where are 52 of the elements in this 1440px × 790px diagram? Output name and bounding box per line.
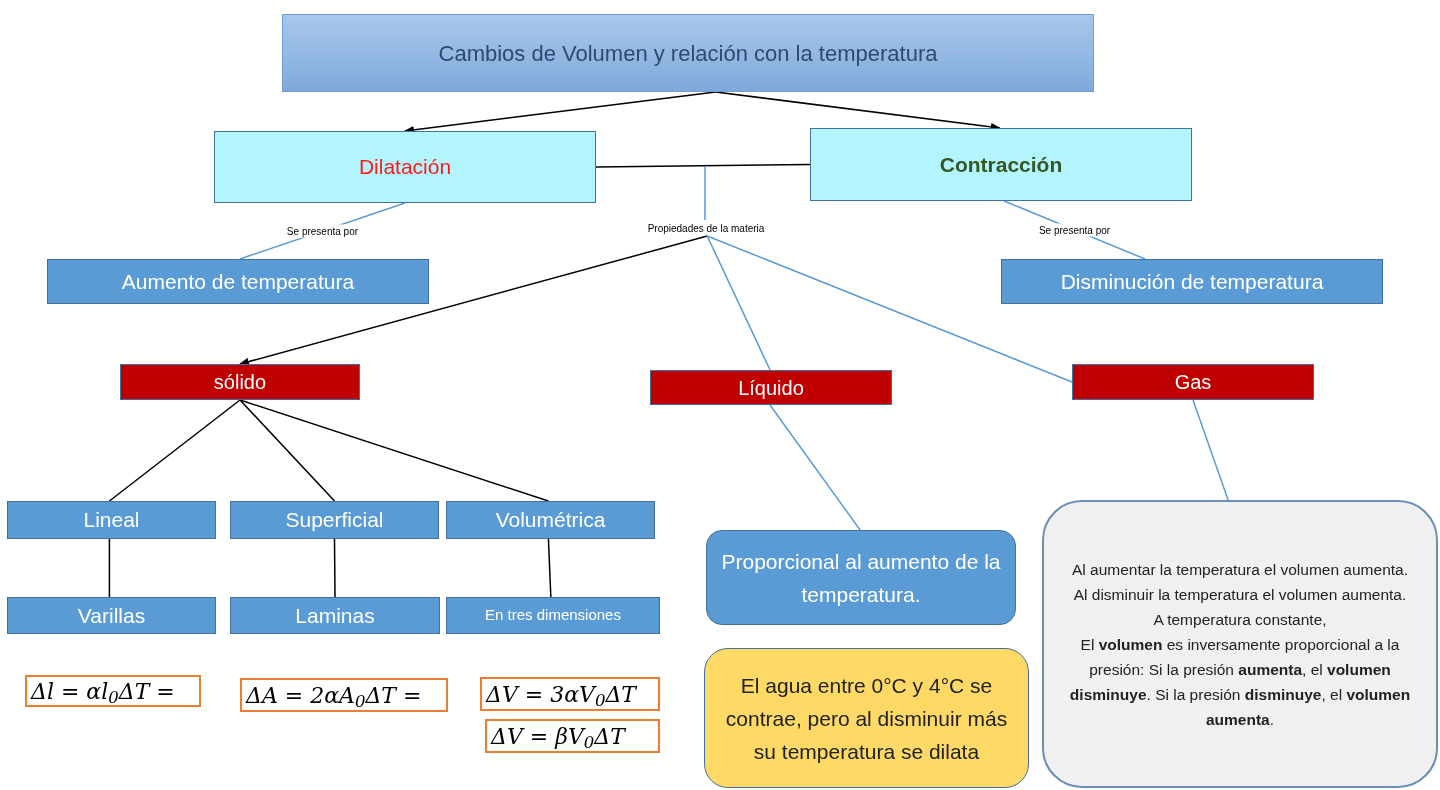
arrow [239,235,708,366]
formula-text: ΔV = 3αV$_{0}$ΔT [486,680,636,711]
concept-box [214,131,596,203]
node-text: Contracción [939,151,1063,178]
concept-box [810,128,1192,201]
node-text: Laminas [295,602,375,629]
formula-text: ΔA = 2αA$_{0}$ΔT = [246,681,422,712]
state-box [120,364,360,400]
concept-box [7,597,216,634]
node-text: Aumento de temperatura [121,268,355,295]
node-text: Propiedades de la materia [647,221,765,236]
node-text: Disminución de temperatura [1060,268,1324,295]
concept-box [7,501,216,539]
node-text: Al disminuir la temperatura el volumen aumenta. [1073,584,1407,605]
node-text: El volumen es inversamente proporcional a la presión: Si la presión aumenta, el volumen disminuye. Si la presión disminuye, el volumen aumenta. [1068,634,1412,730]
node-text: sólido [213,370,267,395]
concept-box [230,501,439,539]
formula-box [485,719,660,753]
connector-line [1192,399,1229,501]
connector-line [706,235,771,371]
node-text: Proporcional al aumento de la temperatura. [720,548,1002,608]
formula-box [25,675,201,707]
title-box [282,14,1094,92]
concept-box [230,597,440,634]
node-text: Dilatación [358,154,452,181]
node-text: Varillas [77,602,146,629]
node-text: Volumétrica [495,507,606,534]
formula-text: ΔV = βV$_{0}$ΔT [491,722,625,753]
formula-text: Δl = αl$_{0}$ΔT = [31,677,175,708]
concept-box [47,259,429,304]
node-text: En tres dimensiones [485,605,621,626]
connector-line [769,404,861,531]
state-box [650,370,892,405]
node-text: Líquido [738,375,804,401]
concept-box [446,597,660,634]
node-text: Gas [1174,370,1212,395]
concept-box [446,501,655,539]
formula-box [240,678,448,712]
formula-box [480,677,660,711]
note-box [704,648,1029,788]
node-text: Cambios de Volumen y relación con la temperatura [438,39,938,68]
node-text: Al aumentar la temperatura el volumen aumenta. [1072,559,1408,580]
state-box [1072,364,1314,400]
note-box [1042,500,1438,788]
node-text: A temperatura constante, [1153,609,1327,630]
node-text: El agua entre 0°C y 4°C se contrae, pero al disminuir más su temperatura se dilata [724,672,1009,765]
node-text: Lineal [83,507,140,534]
node-text: Superficial [285,507,384,534]
connector-line [704,165,706,221]
connector-line [706,235,1073,383]
concept-box [706,530,1016,625]
concept-box [1001,259,1383,304]
